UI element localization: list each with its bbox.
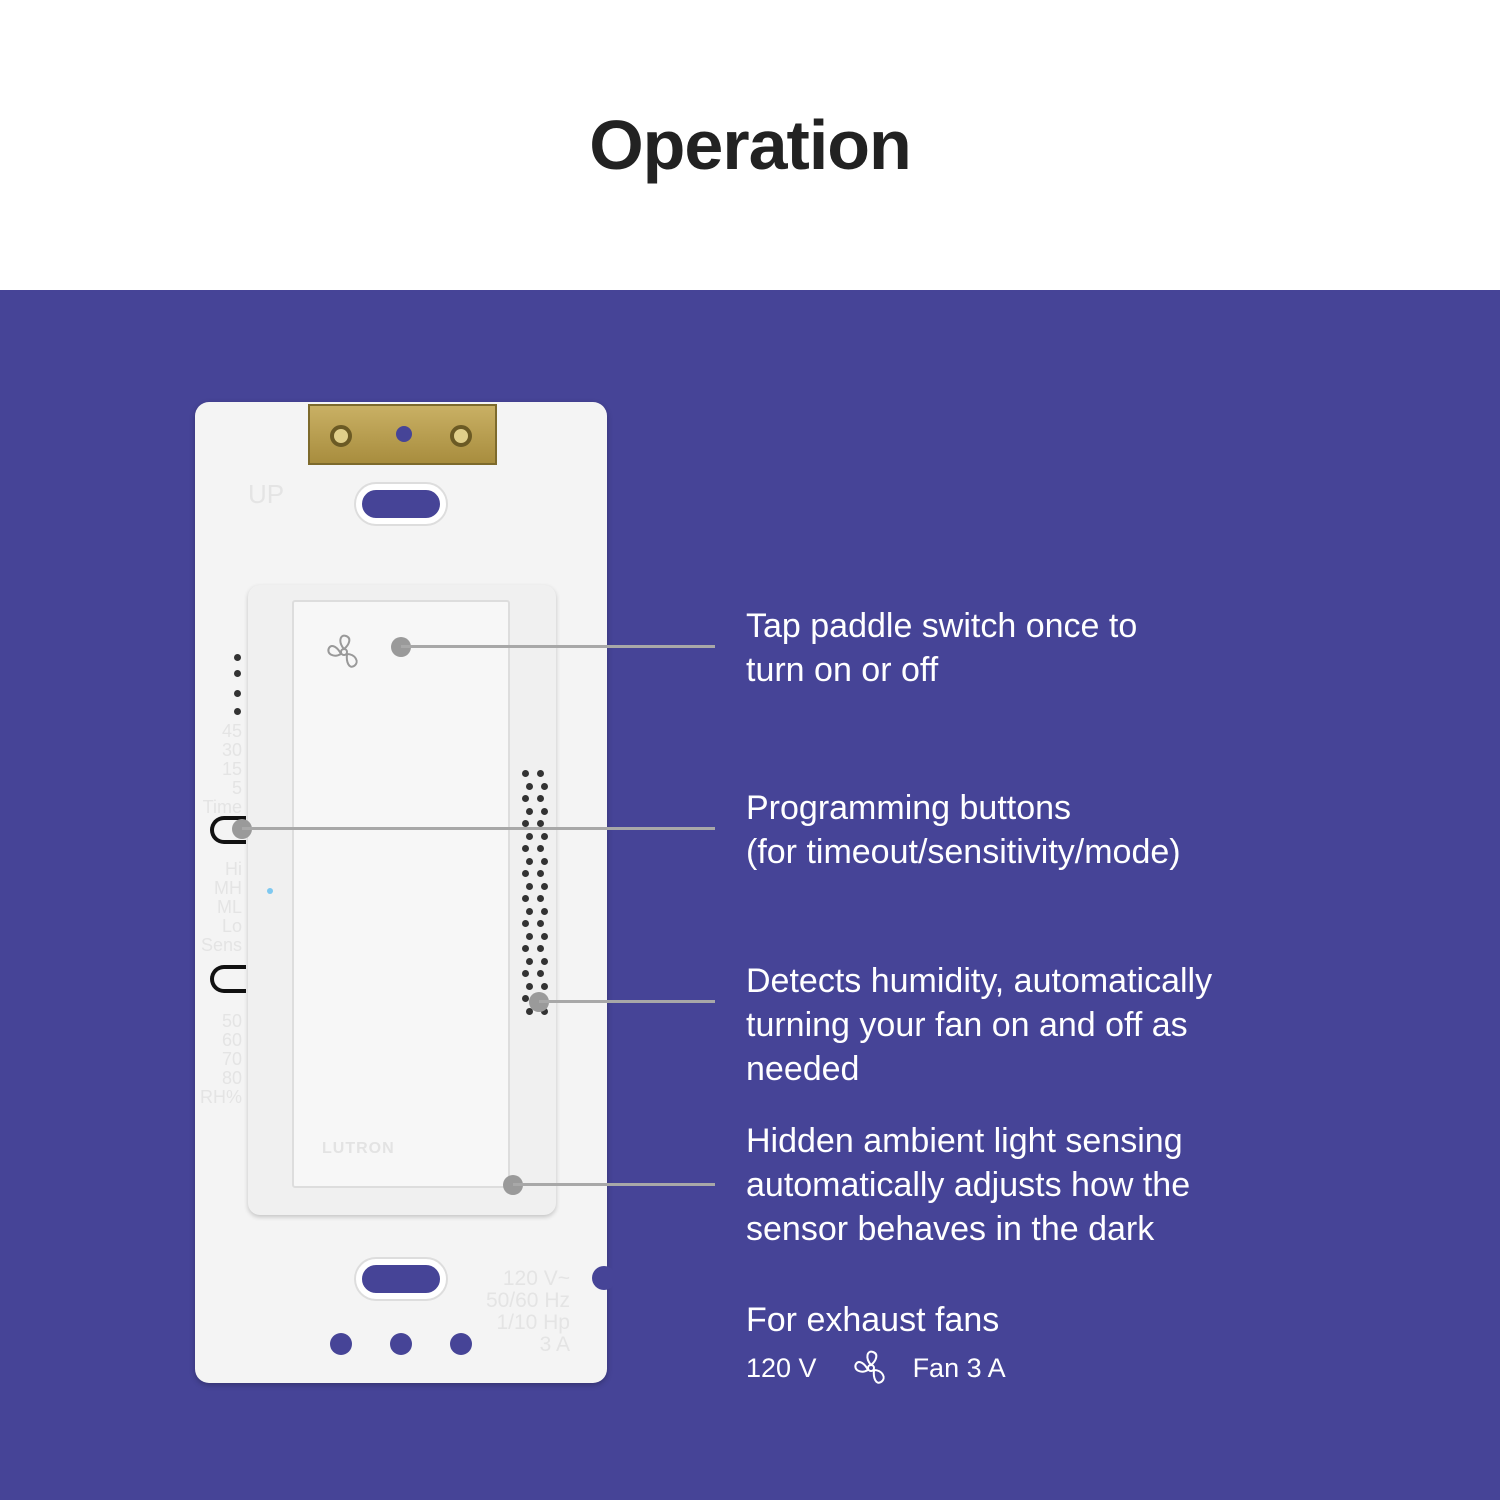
vent-dot: [522, 945, 529, 952]
callout-line: [513, 1183, 715, 1186]
screw-icon: [330, 425, 352, 447]
vent-dot: [522, 795, 529, 802]
vent-dot: [526, 782, 533, 790]
voltage: 120 V: [746, 1352, 817, 1383]
vent-dot: [522, 995, 529, 1002]
vent-dot: [522, 820, 529, 827]
up-label: UP: [248, 479, 285, 509]
brand-logo: LUTRON: [322, 1140, 395, 1157]
callout-line: [539, 1000, 715, 1003]
page-title: Operation: [589, 106, 912, 184]
paddle-switch[interactable]: [292, 600, 510, 1188]
header: Operation: [0, 0, 1500, 290]
vent-dot: [537, 795, 544, 802]
callout-programming-buttons: Programming buttons(for timeout/sensitiv…: [746, 789, 1181, 871]
mounting-hole: [396, 426, 412, 442]
vent-dot: [526, 857, 533, 865]
timeout-button[interactable]: [210, 816, 246, 844]
callout-line: [401, 645, 715, 648]
vent-dot: [526, 832, 533, 840]
vent-dot: [541, 882, 548, 890]
vent-dot: [541, 782, 548, 790]
mounting-hole: [330, 1333, 352, 1355]
screw-icon: [450, 425, 472, 447]
vent-dot: [526, 882, 533, 890]
vent-dot: [541, 807, 548, 815]
vent-dot: [537, 770, 544, 777]
vent-dot: [537, 920, 544, 927]
vent-dot: [526, 907, 533, 915]
spec-line: 120 V Fan 3 A: [746, 1348, 1006, 1388]
sensor-dot: [234, 670, 241, 677]
vent-dot: [522, 895, 529, 902]
vent-dot: [526, 982, 533, 990]
vent-dot: [522, 870, 529, 877]
fan-icon: [853, 1350, 885, 1384]
fan-rating: Fan 3 A: [912, 1352, 1006, 1383]
vent-dot: [541, 932, 548, 940]
mounting-slot: [356, 1259, 446, 1299]
vent-dot: [537, 845, 544, 852]
vent-dot: [537, 895, 544, 902]
vent-dot: [537, 820, 544, 827]
vent-dot: [537, 970, 544, 977]
vent-dot: [541, 832, 548, 840]
vent-dot: [522, 920, 529, 927]
vent-dot: [541, 957, 548, 965]
sensor-dot: [234, 690, 241, 697]
vent-dot: [526, 932, 533, 940]
mounting-hole: [390, 1333, 412, 1355]
status-led: [267, 888, 273, 894]
mounting-hole: [450, 1333, 472, 1355]
plate-notch: [592, 1266, 616, 1290]
vent-dot: [541, 857, 548, 865]
vent-dot: [526, 1007, 533, 1015]
vent-dot: [526, 807, 533, 815]
callout-line: [242, 827, 715, 830]
vent-dot: [541, 907, 548, 915]
sensor-dot: [234, 708, 241, 715]
vent-dot: [537, 870, 544, 877]
spec-heading: For exhaust fans: [746, 1301, 1000, 1339]
vent-dot: [522, 970, 529, 977]
fan-icon: [327, 634, 358, 668]
sensitivity-button[interactable]: [210, 965, 246, 993]
vent-dot: [526, 957, 533, 965]
vent-dot: [522, 845, 529, 852]
mounting-slot: [356, 484, 446, 524]
vent-dot: [541, 982, 548, 990]
sensor-dot: [234, 654, 241, 661]
vent-dot: [522, 770, 529, 777]
vent-dot: [537, 945, 544, 952]
vent-dot: [541, 1007, 548, 1015]
